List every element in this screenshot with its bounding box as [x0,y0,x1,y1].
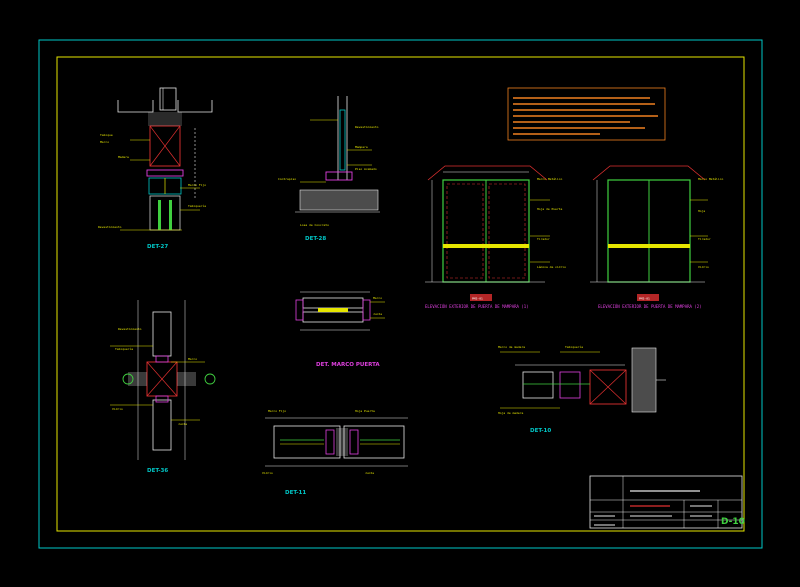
outer-border [38,39,763,549]
svg-text:Tirador: Tirador [698,237,711,241]
svg-text:Tabique: Tabique [100,133,113,137]
det36-label: DET-36 [147,468,168,474]
svg-text:Marco Fijo: Marco Fijo [188,183,206,187]
svg-text:Revestimiento: Revestimiento [118,327,142,331]
svg-text:Tabiquería: Tabiquería [565,345,583,349]
marco-label: DET. MARCO PUERTA [316,362,380,368]
svg-text:Hoja Puerta: Hoja Puerta [355,409,375,413]
svg-text:Marco: Marco [188,357,197,361]
svg-text:Revestimiento: Revestimiento [98,225,122,229]
svg-text:Vidrio: Vidrio [262,471,273,475]
detail-marco-puerta: Marco Junta DET. MARCO PUERTA [295,291,385,368]
svg-text:Marco Fijo: Marco Fijo [268,409,286,413]
detail-det11: Marco Fijo Hoja Puerta Vidrio Junta DET-… [262,409,408,496]
det28-label: DET-28 [305,236,326,242]
svg-text:Marco Metálico: Marco Metálico [698,177,723,181]
svg-text:Revestimiento: Revestimiento [355,125,379,129]
svg-text:Contrapiso: Contrapiso [278,177,296,181]
svg-text:Junta: Junta [373,312,382,316]
svg-text:Tirador: Tirador [537,237,550,241]
svg-text:Marco Metálico: Marco Metálico [537,177,562,181]
inner-border [56,56,745,532]
elev1-caption: ELEVACIÓN EXTERIOR DE PUERTA DE MAMPARA … [425,304,529,309]
detail-det28: Revestimiento Mampara Piso Acabado Contr… [278,96,380,242]
svg-text:Hoja: Hoja [698,209,705,213]
svg-text:Madera: Madera [118,155,129,159]
det27-label: DET-27 [147,244,168,250]
elev1-tag [470,294,492,301]
elev2-caption: ELEVACIÓN EXTERIOR DE PUERTA DE MAMPARA … [598,304,702,309]
detail-det36: Revestimiento Tabiquería Marco Vidrio Ju… [110,300,216,474]
elevation-2: Marco Metálico Hoja Tirador Vidrio PM5-0… [590,165,723,309]
svg-text:Hoja de Puerta: Hoja de Puerta [537,207,562,211]
svg-text:Piso Acabado: Piso Acabado [355,167,377,171]
svg-text:Marco de madera: Marco de madera [498,345,525,349]
elev2-tag-text: PM5-01 [639,297,650,301]
svg-text:Hoja de madera: Hoja de madera [498,411,523,415]
detail-det27: Tabique Marco Madera Marco Fijo Tabiquer… [98,87,213,250]
notes-box [507,87,666,141]
svg-text:Junta: Junta [178,422,187,426]
svg-text:Vidrio: Vidrio [112,407,123,411]
svg-text:Losa de Concreto: Losa de Concreto [300,223,329,227]
det11-label: DET-11 [285,490,306,496]
svg-text:Mampara: Mampara [355,145,368,149]
svg-text:Vidrio: Vidrio [698,265,709,269]
svg-text:Tabiquería: Tabiquería [188,204,206,208]
elev1-tag-text: PM5-01 [472,297,483,301]
svg-text:Marco: Marco [373,296,382,300]
svg-text:Marco: Marco [100,140,109,144]
detail-det10: Marco de madera Tabiquería Hoja de mader… [498,345,666,434]
det10-label: DET-10 [530,428,551,434]
svg-text:Junta: Junta [365,471,374,475]
sheet-code: D-10 [721,517,745,527]
svg-text:Lámina de vidrio: Lámina de vidrio [537,265,566,269]
elevation-1: Marco Metálico Hoja de Puerta Tirador Lá… [425,165,566,309]
svg-text:Tabiquería: Tabiquería [115,347,133,351]
title-block: D-10 [589,475,745,529]
elev2-tag [637,294,659,301]
